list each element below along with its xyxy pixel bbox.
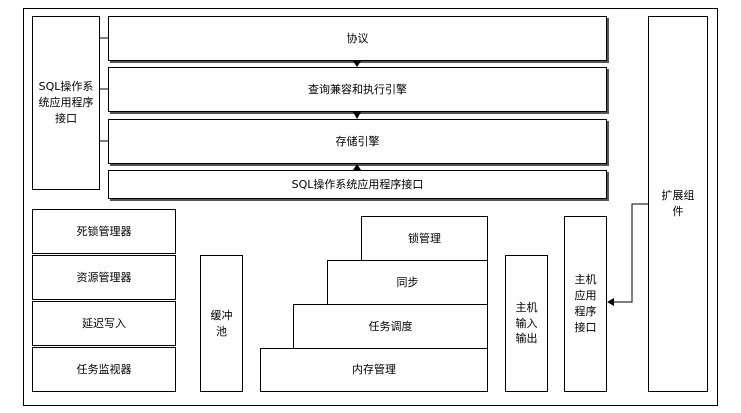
synchronization-box: 同步 <box>327 260 488 305</box>
resource-manager-label: 资源管理器 <box>76 270 132 284</box>
extension-label: 扩展组件 <box>661 189 695 218</box>
extension-box: 扩展组件 <box>648 16 708 392</box>
memory-management-box: 内存管理 <box>260 348 488 392</box>
lazy-write-label: 延迟写入 <box>82 316 126 330</box>
protocol-label: 协议 <box>346 31 369 45</box>
left-sqlos-api-label: SQL操作系统应用程序接口 <box>38 80 94 125</box>
architecture-frame <box>23 8 718 406</box>
protocol-box: 协议 <box>108 16 607 61</box>
storage-engine-box: 存储引擎 <box>108 119 607 164</box>
deadlock-manager-box: 死锁管理器 <box>32 209 176 254</box>
sqlos-api-bar: SQL操作系统应用程序接口 <box>108 170 607 199</box>
task-monitor-label: 任务监视器 <box>76 362 132 376</box>
host-api-box: 主机应用程序接口 <box>564 216 607 392</box>
lazy-write-box: 延迟写入 <box>32 301 176 346</box>
host-io-box: 主机输入输出 <box>505 255 548 392</box>
lock-management-box: 锁管理 <box>361 216 488 261</box>
host-api-label: 主机应用程序接口 <box>574 273 597 334</box>
deadlock-manager-label: 死锁管理器 <box>76 224 132 238</box>
host-io-label: 主机输入输出 <box>515 300 538 346</box>
storage-engine-label: 存储引擎 <box>335 134 380 148</box>
left-sqlos-api-box: SQL操作系统应用程序接口 <box>32 16 100 190</box>
query-engine-label: 查询兼容和执行引擎 <box>308 82 407 96</box>
lock-management-label: 锁管理 <box>408 231 441 245</box>
resource-manager-box: 资源管理器 <box>32 255 176 300</box>
memory-management-label: 内存管理 <box>352 363 396 377</box>
buffer-pool-label: 缓冲池 <box>210 308 233 338</box>
task-scheduling-label: 任务调度 <box>368 319 413 333</box>
buffer-pool-box: 缓冲池 <box>200 255 243 392</box>
task-scheduling-box: 任务调度 <box>293 304 488 349</box>
task-monitor-box: 任务监视器 <box>32 347 176 392</box>
synchronization-label: 同步 <box>396 275 419 289</box>
query-engine-box: 查询兼容和执行引擎 <box>108 67 607 112</box>
sqlos-api-bar-label: SQL操作系统应用程序接口 <box>291 177 424 191</box>
